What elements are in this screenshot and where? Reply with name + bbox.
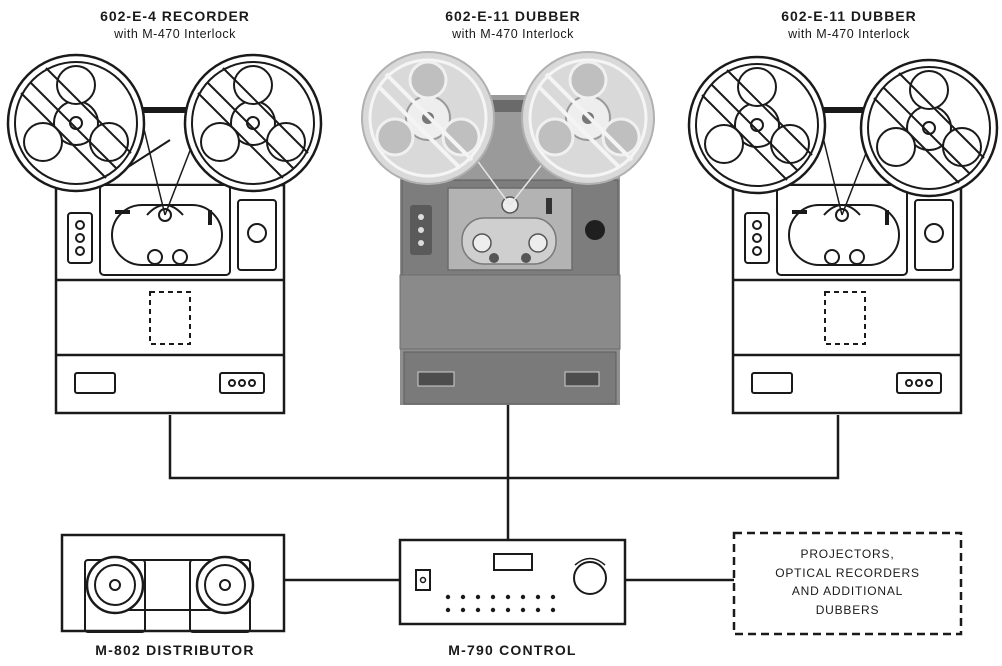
distributor-unit: [60, 533, 286, 633]
external-line-1: PROJECTORS,: [800, 547, 895, 561]
right-dubber-subtitle: with M-470 Interlock: [788, 27, 910, 41]
right-dubber-unit: [731, 107, 963, 415]
left-takeup-reel: [183, 53, 323, 193]
external-equipment-text: PROJECTORS, OPTICAL RECORDERS AND ADDITI…: [734, 545, 961, 619]
external-line-4: DUBBERS: [815, 602, 880, 617]
center-dubber-subtitle: with M-470 Interlock: [452, 27, 574, 41]
left-supply-reel: [6, 53, 146, 193]
external-line-2: OPTICAL RECORDERS: [775, 565, 920, 580]
right-supply-reel: [687, 55, 827, 195]
control-label: M-790 CONTROL: [448, 642, 577, 658]
right-dubber-title: 602-E-11 DUBBER: [781, 8, 917, 24]
distributor-label: M-802 DISTRIBUTOR: [95, 642, 255, 658]
external-equipment-box: [732, 531, 963, 636]
right-takeup-reel: [859, 58, 999, 198]
external-line-3: AND ADDITIONAL: [791, 584, 904, 599]
left-recorder-subtitle: with M-470 Interlock: [114, 27, 236, 41]
control-unit: [398, 538, 627, 626]
connection-wiring: [168, 405, 840, 582]
left-recorder-unit: [54, 107, 286, 415]
center-takeup-reel: [520, 50, 656, 186]
control-button-grid: [445, 594, 556, 613]
center-supply-reel: [360, 50, 496, 186]
left-recorder-title: 602-E-4 RECORDER: [100, 8, 250, 24]
center-dubber-title: 602-E-11 DUBBER: [445, 8, 581, 24]
